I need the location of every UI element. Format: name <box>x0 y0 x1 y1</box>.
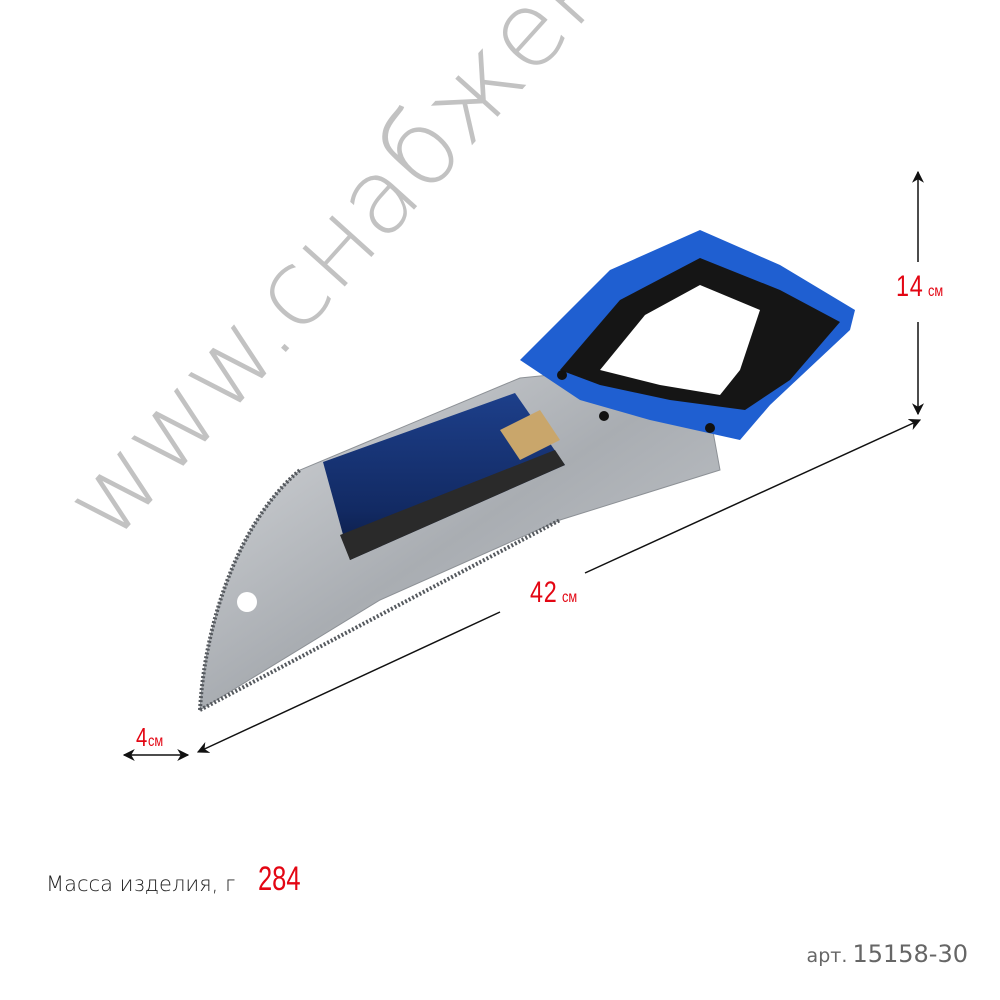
mass-label: Масса изделия, г <box>46 872 236 896</box>
blade-label <box>323 393 565 560</box>
width-dimension-label: 4 см <box>136 722 167 753</box>
article-prefix: арт. <box>806 945 848 967</box>
article-code: 15158-30 <box>852 940 968 968</box>
length-unit: см <box>561 589 578 606</box>
blade-hole <box>237 592 257 612</box>
width-value: 4 <box>136 722 149 752</box>
dimension-lines <box>122 170 924 761</box>
screw <box>557 370 567 380</box>
height-dimension-label: 14 см <box>896 270 947 304</box>
screw <box>599 411 609 421</box>
height-unit: см <box>927 283 944 300</box>
length-value: 42 <box>530 576 558 609</box>
mass-value: 284 <box>258 860 301 898</box>
article-number: арт. 15158-30 <box>807 940 968 968</box>
length-dimension-label: 42 см <box>530 576 581 610</box>
height-value: 14 <box>896 270 924 303</box>
screw <box>705 423 715 433</box>
length-dimension-line <box>584 419 922 574</box>
width-unit: см <box>147 733 164 750</box>
saw-handle <box>520 230 855 440</box>
